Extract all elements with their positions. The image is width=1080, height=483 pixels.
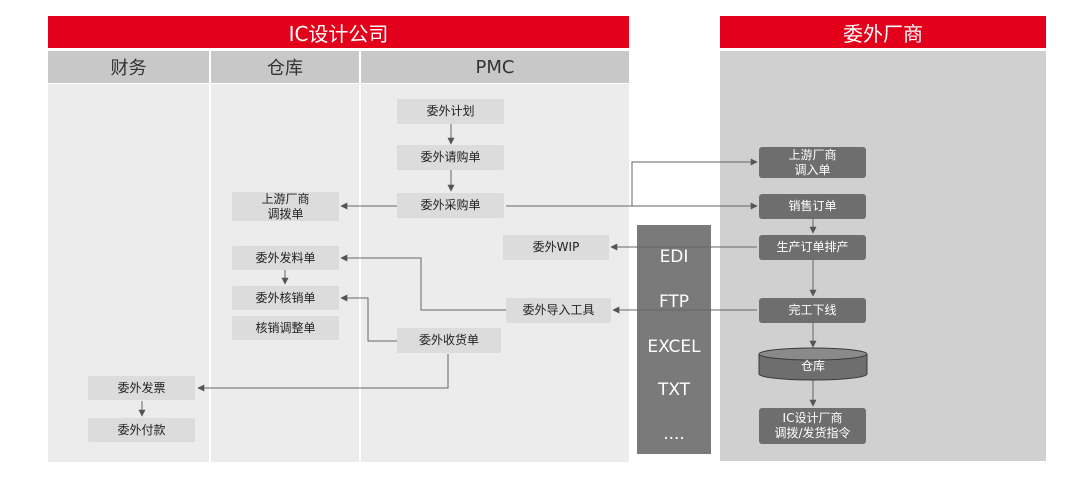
ic-company-header: IC设计公司 bbox=[48, 16, 629, 48]
data-format-panel bbox=[637, 225, 711, 454]
node-upstream-transfer: 上游厂商 调拨单 bbox=[232, 192, 339, 221]
node-outsource-wip: 委外WIP bbox=[503, 235, 609, 260]
node-outsource-writeoff: 委外核销单 bbox=[232, 286, 339, 310]
node-writeoff-adjust: 核销调整单 bbox=[232, 316, 339, 340]
format-ftp: FTP bbox=[658, 292, 690, 312]
node-outsource-purchase: 委外采购单 bbox=[397, 193, 504, 218]
lane-header-pmc: PMC bbox=[361, 51, 629, 83]
arrow-import-to-issue bbox=[340, 254, 506, 311]
format-edi: EDI bbox=[659, 247, 689, 267]
node-vendor-warehouse: 仓库 bbox=[800, 359, 825, 373]
arrow-receipt-to-writeoff bbox=[340, 294, 397, 342]
node-upstream-in: 上游厂商 调入单 bbox=[759, 147, 866, 178]
arrow-to-upstream-in bbox=[631, 158, 758, 206]
format-txt: TXT bbox=[657, 380, 691, 400]
lane-header-warehouse: 仓库 bbox=[211, 51, 359, 83]
subcontractor-header: 委外厂商 bbox=[720, 16, 1046, 48]
node-completion: 完工下线 bbox=[759, 298, 866, 323]
node-outsource-payment: 委外付款 bbox=[88, 418, 195, 442]
node-outsource-issue: 委外发料单 bbox=[232, 246, 339, 270]
arrow-receipt-to-invoice bbox=[197, 354, 449, 392]
node-outsource-plan: 委外计划 bbox=[397, 99, 504, 124]
format-excel: EXCEL bbox=[647, 337, 701, 357]
node-vendor-warehouse-shape bbox=[758, 347, 868, 381]
node-dispatch-instruction: IC设计厂商 调拨/发货指令 bbox=[759, 408, 866, 444]
node-production-schedule: 生产订单排产 bbox=[759, 235, 866, 260]
node-outsource-receipt: 委外收货单 bbox=[397, 328, 501, 353]
lane-header-finance: 财务 bbox=[48, 51, 209, 83]
node-import-tool: 委外导入工具 bbox=[506, 298, 611, 323]
format-more: .... bbox=[663, 424, 685, 444]
node-sales-order: 销售订单 bbox=[759, 194, 866, 219]
node-outsource-request: 委外请购单 bbox=[397, 145, 504, 170]
node-outsource-invoice: 委外发票 bbox=[88, 376, 195, 400]
